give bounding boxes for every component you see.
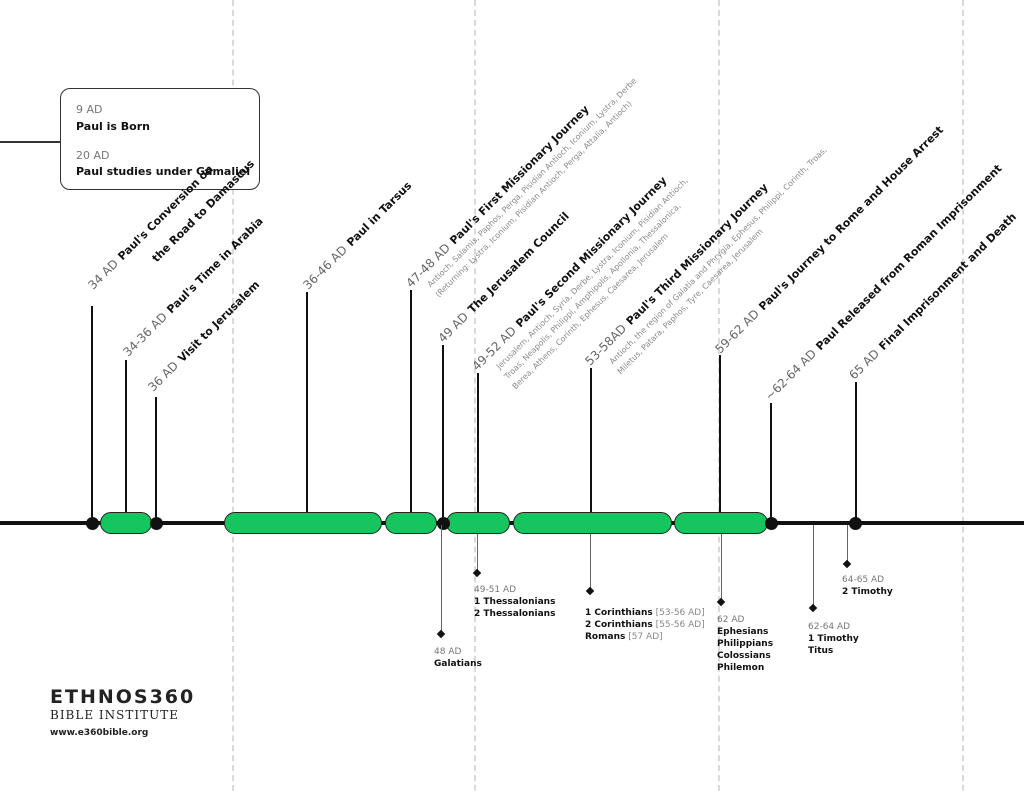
letter-date: 62-64 AD [808,622,851,632]
event-label: 36-46 ADPaul in Tarsus [298,176,415,293]
event-stem [770,403,772,518]
event-stem [442,345,444,517]
letter-date: [57 AD] [628,632,663,642]
event-dot [150,517,163,530]
letter-stem [721,534,722,601]
letter-title: 1 Thessalonians [474,597,556,607]
event-stem [410,290,412,512]
letter-date: 64-65 AD [842,575,885,585]
event-date: 9 AD [76,103,103,116]
letter-group: 1 Corinthians [53-56 AD] 2 Corinthians [… [585,607,705,643]
letter-stem [477,534,478,572]
letter-stem [441,525,442,633]
guide-line [474,0,476,791]
letter-title: 1 Timothy [808,634,859,644]
period-bar [100,512,152,534]
period-bar [513,512,672,534]
event-title: Paul in Tarsus [344,179,415,250]
letter-group: 62 AD Ephesians Philippians Colossians P… [717,614,773,674]
period-bar [674,512,768,534]
event-title: Paul's Journey to Rome and House Arrest [756,123,946,314]
event-stem [125,360,127,512]
event-stem [590,368,592,512]
letter-title: Colossians [717,651,771,661]
letter-title: 2 Corinthians [585,620,653,630]
letter-date: 49-51 AD [474,585,517,595]
early-life-box: 9 AD Paul is Born 20 AD Paul studies und… [60,88,260,190]
letter-title: 1 Corinthians [585,608,653,618]
letter-date: [55-56 AD] [655,620,705,630]
event-date: ~62-64 AD [762,346,820,404]
letter-title: 2 Timothy [842,587,893,597]
letter-title: 2 Thessalonians [474,609,556,619]
event-stem [155,397,157,518]
timeline-axis [0,521,1024,525]
event-dot [849,517,862,530]
letter-title: Titus [808,646,834,656]
letter-title: Ephesians [717,627,769,637]
letter-marker [585,586,595,596]
event-title: Paul is Born [76,120,150,133]
event-date: 36 AD [145,358,182,395]
event-stem [91,306,93,518]
event-title: Final Imprisonment and Death [876,210,1020,353]
period-bar [385,512,437,534]
event-stem [855,382,857,518]
period-bar [446,512,510,534]
letter-title: Philippians [717,639,774,649]
logo-subtitle: BIBLE INSTITUTE [50,708,180,722]
ethnos360-logo: ETHNOS360 BIBLE INSTITUTE www.e360bible.… [50,686,195,738]
letter-group: 49-51 AD 1 Thessalonians 2 Thessalonians [474,584,555,620]
event-dot [765,517,778,530]
event-title: Paul studies under Gamaliel [76,165,251,178]
event-date: 36-46 AD [300,242,350,293]
letter-marker [808,603,818,613]
letter-date: 48 AD [434,647,462,657]
event-date: 20 AD [76,149,110,162]
event-stem [306,292,308,512]
letter-date: 62 AD [717,615,745,625]
event-stem [477,373,479,512]
logo-name: ETHNOS360 [50,686,196,708]
event-label: 36 ADVisit to Jerusalem [143,275,263,395]
box-connector [0,141,61,143]
guide-line [232,0,234,791]
event-date: 49 AD [435,309,472,346]
website-link[interactable]: www.e360bible.org [50,728,149,738]
guide-line [962,0,964,791]
letter-stem [590,534,591,590]
letter-stem [847,525,848,563]
letter-stem [813,525,814,607]
letter-group: 62-64 AD 1 Timothy Titus [808,621,859,657]
letter-group: 64-65 AD 2 Timothy [842,574,893,598]
event-stem [719,355,721,512]
event-dot [86,517,99,530]
letter-marker [842,559,852,569]
event-date: 34-36 AD [120,309,170,360]
letter-date: [53-56 AD] [655,608,705,618]
event-title: Paul's First Missionary Journey [447,102,592,248]
letter-marker [436,629,446,639]
event-date: 65 AD [846,346,883,383]
letter-title: Galatians [434,659,482,669]
period-bar [224,512,382,534]
letter-title: Romans [585,632,626,642]
event-dot [437,517,450,530]
letter-title: Philemon [717,663,765,673]
letter-group: 48 AD Galatians [434,646,482,670]
